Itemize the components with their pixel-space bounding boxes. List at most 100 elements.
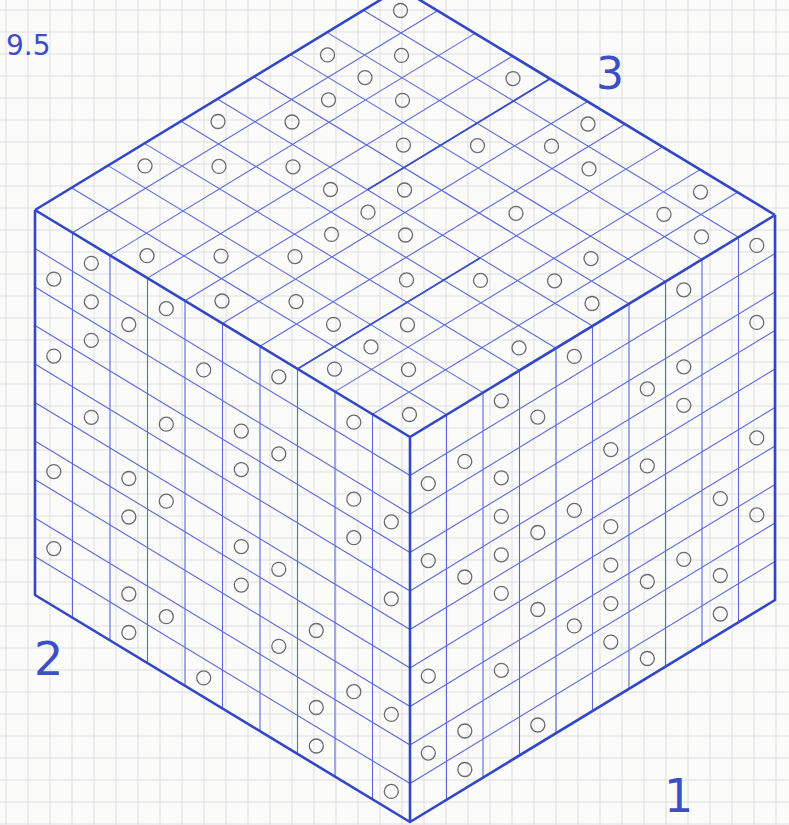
cell-circle <box>567 619 581 633</box>
cell-circle <box>458 570 472 584</box>
cell-circle <box>395 48 409 62</box>
cell-circle <box>347 492 361 506</box>
cell-circle <box>234 540 248 554</box>
cell-circle <box>421 554 435 568</box>
cell-circle <box>640 459 654 473</box>
cell-circle <box>401 318 415 332</box>
cell-circle <box>122 318 136 332</box>
cube-grid <box>35 10 775 800</box>
cell-circle <box>384 707 398 721</box>
cell-circle <box>494 548 508 562</box>
cube-edge <box>35 0 775 822</box>
cell-circle <box>695 230 709 244</box>
cell-circle <box>322 93 336 107</box>
cell-circle <box>288 250 302 264</box>
cell-circle <box>211 115 225 129</box>
cell-circle <box>677 360 691 374</box>
cell-circle <box>122 472 136 486</box>
cell-circle <box>567 349 581 363</box>
cell-circle <box>713 607 727 621</box>
cell-circle <box>604 635 618 649</box>
division-line <box>298 79 551 369</box>
cell-circle <box>421 746 435 760</box>
cell-circle <box>234 578 248 592</box>
cell-circle <box>694 185 708 199</box>
face-number: 1 <box>664 773 693 819</box>
cell-circle <box>531 718 545 732</box>
cell-circle <box>364 340 378 354</box>
cell-circle <box>494 471 508 485</box>
cell-circle <box>548 274 562 288</box>
cell-circle <box>474 273 488 287</box>
cell-circle <box>421 669 435 683</box>
cell-circle <box>494 394 508 408</box>
cell-circle <box>159 302 173 316</box>
cell-circle <box>750 508 764 522</box>
face-number: 3 <box>596 52 624 96</box>
cell-circle <box>471 139 485 153</box>
cell-circle <box>545 139 559 153</box>
cell-circle <box>234 463 248 477</box>
face-number: 2 <box>34 636 63 682</box>
cell-circle <box>197 671 211 685</box>
cell-circle <box>285 115 299 129</box>
cell-circle <box>604 520 618 534</box>
cell-circle <box>402 363 416 377</box>
cell-circle <box>122 587 136 601</box>
cell-circle <box>234 424 248 438</box>
cell-circle <box>581 117 595 131</box>
cell-circle <box>272 447 286 461</box>
cell-circle <box>750 315 764 329</box>
cell-circle <box>321 48 335 62</box>
cell-circle <box>531 603 545 617</box>
cell-circle <box>604 558 618 572</box>
cell-circle <box>309 701 323 715</box>
cell-circle <box>677 552 691 566</box>
cell-circle <box>512 341 526 355</box>
cell-circle <box>347 531 361 545</box>
cell-circle <box>398 183 412 197</box>
cell-circle <box>272 639 286 653</box>
cell-circle <box>84 256 98 270</box>
cell-circle <box>750 431 764 445</box>
cell-circle <box>122 510 136 524</box>
cell-circle <box>399 228 413 242</box>
cell-circle <box>272 370 286 384</box>
cell-circle <box>640 652 654 666</box>
cell-circle <box>494 586 508 600</box>
cell-circle <box>122 626 136 640</box>
cell-circle <box>582 162 596 176</box>
cell-circle <box>214 249 228 263</box>
cell-circle <box>458 724 472 738</box>
cell-circle <box>197 363 211 377</box>
cell-circle <box>403 408 417 422</box>
cell-circle <box>531 410 545 424</box>
cell-circle <box>458 763 472 777</box>
cell-circle <box>47 349 61 363</box>
cell-circle <box>47 272 61 286</box>
cell-circle <box>531 526 545 540</box>
cell-circle <box>384 784 398 798</box>
cell-circle <box>677 283 691 297</box>
cell-circle <box>309 624 323 638</box>
cell-circle <box>325 227 339 241</box>
cell-circles <box>47 4 764 799</box>
cell-circle <box>159 494 173 508</box>
cell-circle <box>324 183 338 197</box>
cell-circle <box>289 295 303 309</box>
cell-circle <box>394 4 408 18</box>
cell-circle <box>384 592 398 606</box>
cell-circle <box>567 503 581 517</box>
cell-circle <box>309 739 323 753</box>
cell-circle <box>713 492 727 506</box>
cell-circle <box>347 685 361 699</box>
cell-circle <box>640 382 654 396</box>
cell-circle <box>286 160 300 174</box>
cell-circle <box>494 663 508 677</box>
cell-circle <box>159 610 173 624</box>
cell-circle <box>328 362 342 376</box>
cell-circle <box>657 207 671 221</box>
